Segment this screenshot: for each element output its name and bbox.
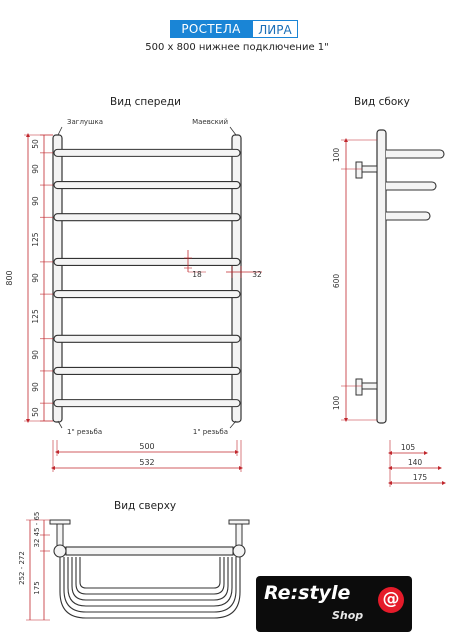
- segment-label: 50: [31, 407, 40, 417]
- pipe-width-label: 500: [139, 442, 154, 451]
- model-label: ЛИРА: [252, 20, 298, 38]
- segment-label: 90: [31, 350, 40, 360]
- segment-label: 90: [31, 382, 40, 392]
- rail-5: [53, 290, 241, 299]
- overall-width-label: 532: [139, 458, 154, 467]
- rail-2: [53, 181, 241, 190]
- front-view: 50 90 90 125 90 125 90 90 50 800 500 532 18 32 З…: [5, 118, 262, 472]
- segment-label: 90: [31, 273, 40, 283]
- top-view: 252 - 272 32 45 - 65 175: [18, 512, 250, 621]
- side-middle-dim: 600: [332, 274, 341, 289]
- side-view: 100 600 100 105 140 175: [332, 129, 446, 487]
- subtitle: 500 х 800 нижнее подключение 1": [145, 42, 329, 53]
- side-top-dim: 100: [332, 148, 341, 163]
- rail-4: [53, 257, 241, 266]
- side-d2: 140: [408, 458, 423, 467]
- segment-label: 125: [31, 309, 40, 324]
- segment-label: 90: [31, 164, 40, 174]
- left-post: [52, 134, 63, 423]
- front-view-title: Вид спереди: [110, 96, 181, 108]
- front-rails: [53, 148, 241, 408]
- top-view-title: Вид сверху: [114, 500, 177, 512]
- total-height-label: 800: [5, 270, 14, 285]
- brand-label: РОСТЕЛА: [170, 20, 252, 38]
- logo-at-icon: @: [378, 587, 404, 613]
- rail-1: [53, 148, 241, 157]
- rail-3: [53, 213, 241, 222]
- side-bottom-dim: 100: [332, 396, 341, 411]
- restyle-logo: Re:style Shop @: [256, 576, 412, 632]
- thread-left-label: 1" резьба: [67, 428, 102, 436]
- segment-label: 90: [31, 196, 40, 206]
- segment-label: 125: [31, 232, 40, 247]
- cap-label: Заглушка: [67, 118, 103, 126]
- post-diameter-label: 32: [252, 270, 262, 279]
- rail-6: [53, 334, 241, 343]
- top-d2: 32: [33, 539, 41, 548]
- right-post: [231, 134, 242, 423]
- thread-right-label: 1" резьба: [193, 428, 228, 436]
- valve-label: Маевский: [192, 118, 228, 126]
- logo-shop: Shop: [332, 609, 364, 622]
- rail-7: [53, 366, 241, 376]
- segment-ticks: 50 90 90 125 90 125 90 90 50: [31, 134, 53, 422]
- top-d1: 252 - 272: [18, 551, 26, 585]
- top-d4: 175: [33, 581, 41, 594]
- side-d3: 175: [413, 473, 428, 482]
- side-d1: 105: [401, 443, 416, 452]
- logo-text: Re:style: [264, 582, 351, 604]
- rail-diameter-label: 18: [192, 270, 202, 279]
- rail-8: [53, 399, 241, 408]
- segment-label: 50: [31, 139, 40, 149]
- side-post: [376, 129, 387, 424]
- side-view-title: Вид сбоку: [354, 96, 410, 108]
- top-d3: 45 - 65: [33, 512, 41, 537]
